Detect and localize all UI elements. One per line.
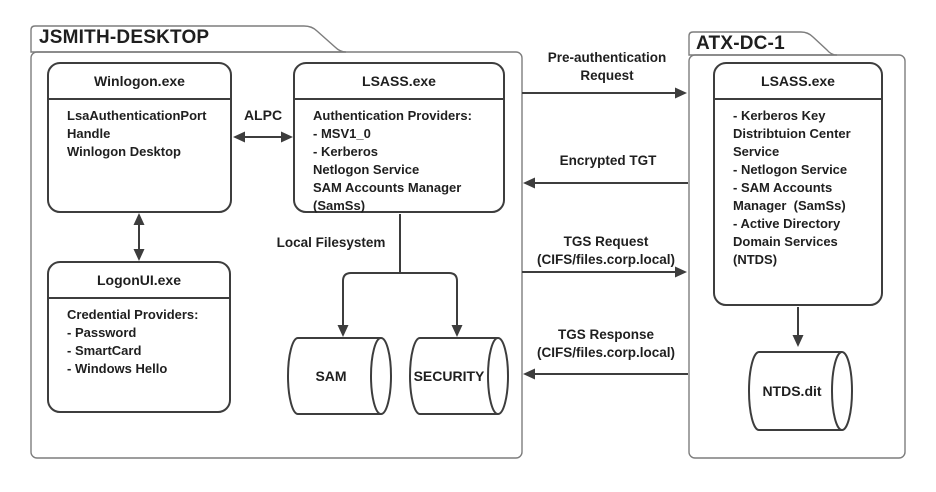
datastore-sam-shape xyxy=(287,337,392,415)
node-lsass-dc-body: - Kerberos Key Distribtuion Center Servi… xyxy=(733,108,851,267)
node-lsass-local-title: LSASS.exe xyxy=(295,64,503,100)
node-logonui-body: Credential Providers: - Password - Smart… xyxy=(67,307,199,376)
edge-tgs-request xyxy=(522,266,687,278)
node-lsass-dc-title: LSASS.exe xyxy=(715,64,881,100)
node-logonui: LogonUI.exe Credential Providers: - Pass… xyxy=(47,261,231,413)
edge-label-tgs-request: TGS Request (CIFS/files.corp.local) xyxy=(536,234,676,267)
datastore-label-ntds: NTDS.dit xyxy=(762,383,822,399)
node-lsass-local-body: Authentication Providers: - MSV1_0 - Ker… xyxy=(313,108,472,213)
node-winlogon-title: Winlogon.exe xyxy=(49,64,230,100)
edge-preauth-request xyxy=(522,87,687,99)
edge-tgs-response xyxy=(523,368,688,380)
node-lsass-dc: LSASS.exe - Kerberos Key Distribtuion Ce… xyxy=(713,62,883,306)
datastore-ntds-shape xyxy=(748,351,853,431)
node-winlogon: Winlogon.exe LsaAuthenticationPort Handl… xyxy=(47,62,232,213)
edge-local-filesystem xyxy=(337,214,463,337)
edge-lsass-ntds xyxy=(792,307,804,347)
container-label-atx-dc-1: ATX-DC-1 xyxy=(696,33,785,54)
node-logonui-title: LogonUI.exe xyxy=(49,263,229,299)
node-winlogon-body: LsaAuthenticationPort Handle Winlogon De… xyxy=(67,108,207,159)
node-lsass-local: LSASS.exe Authentication Providers: - MS… xyxy=(293,62,505,213)
edge-label-preauth-request: Pre-authentication Request xyxy=(547,50,667,83)
container-jsmith-desktop-shape xyxy=(30,25,523,459)
datastore-label-security: SECURITY xyxy=(413,368,485,384)
edge-label-tgs-response: TGS Response (CIFS/files.corp.local) xyxy=(536,327,676,360)
container-label-jsmith-desktop: JSMITH-DESKTOP xyxy=(39,27,210,48)
edge-label-alpc: ALPC xyxy=(243,107,283,123)
edge-encrypted-tgt xyxy=(523,177,688,189)
edge-label-local-filesystem: Local Filesystem xyxy=(276,235,386,250)
edge-label-encrypted-tgt: Encrypted TGT xyxy=(559,153,657,168)
datastore-security-shape xyxy=(409,337,509,415)
edge-alpc xyxy=(233,131,293,143)
edge-winlogon-logonui xyxy=(133,213,145,261)
container-atx-dc-1-shape xyxy=(688,31,906,459)
datastore-label-sam: SAM xyxy=(315,368,347,384)
